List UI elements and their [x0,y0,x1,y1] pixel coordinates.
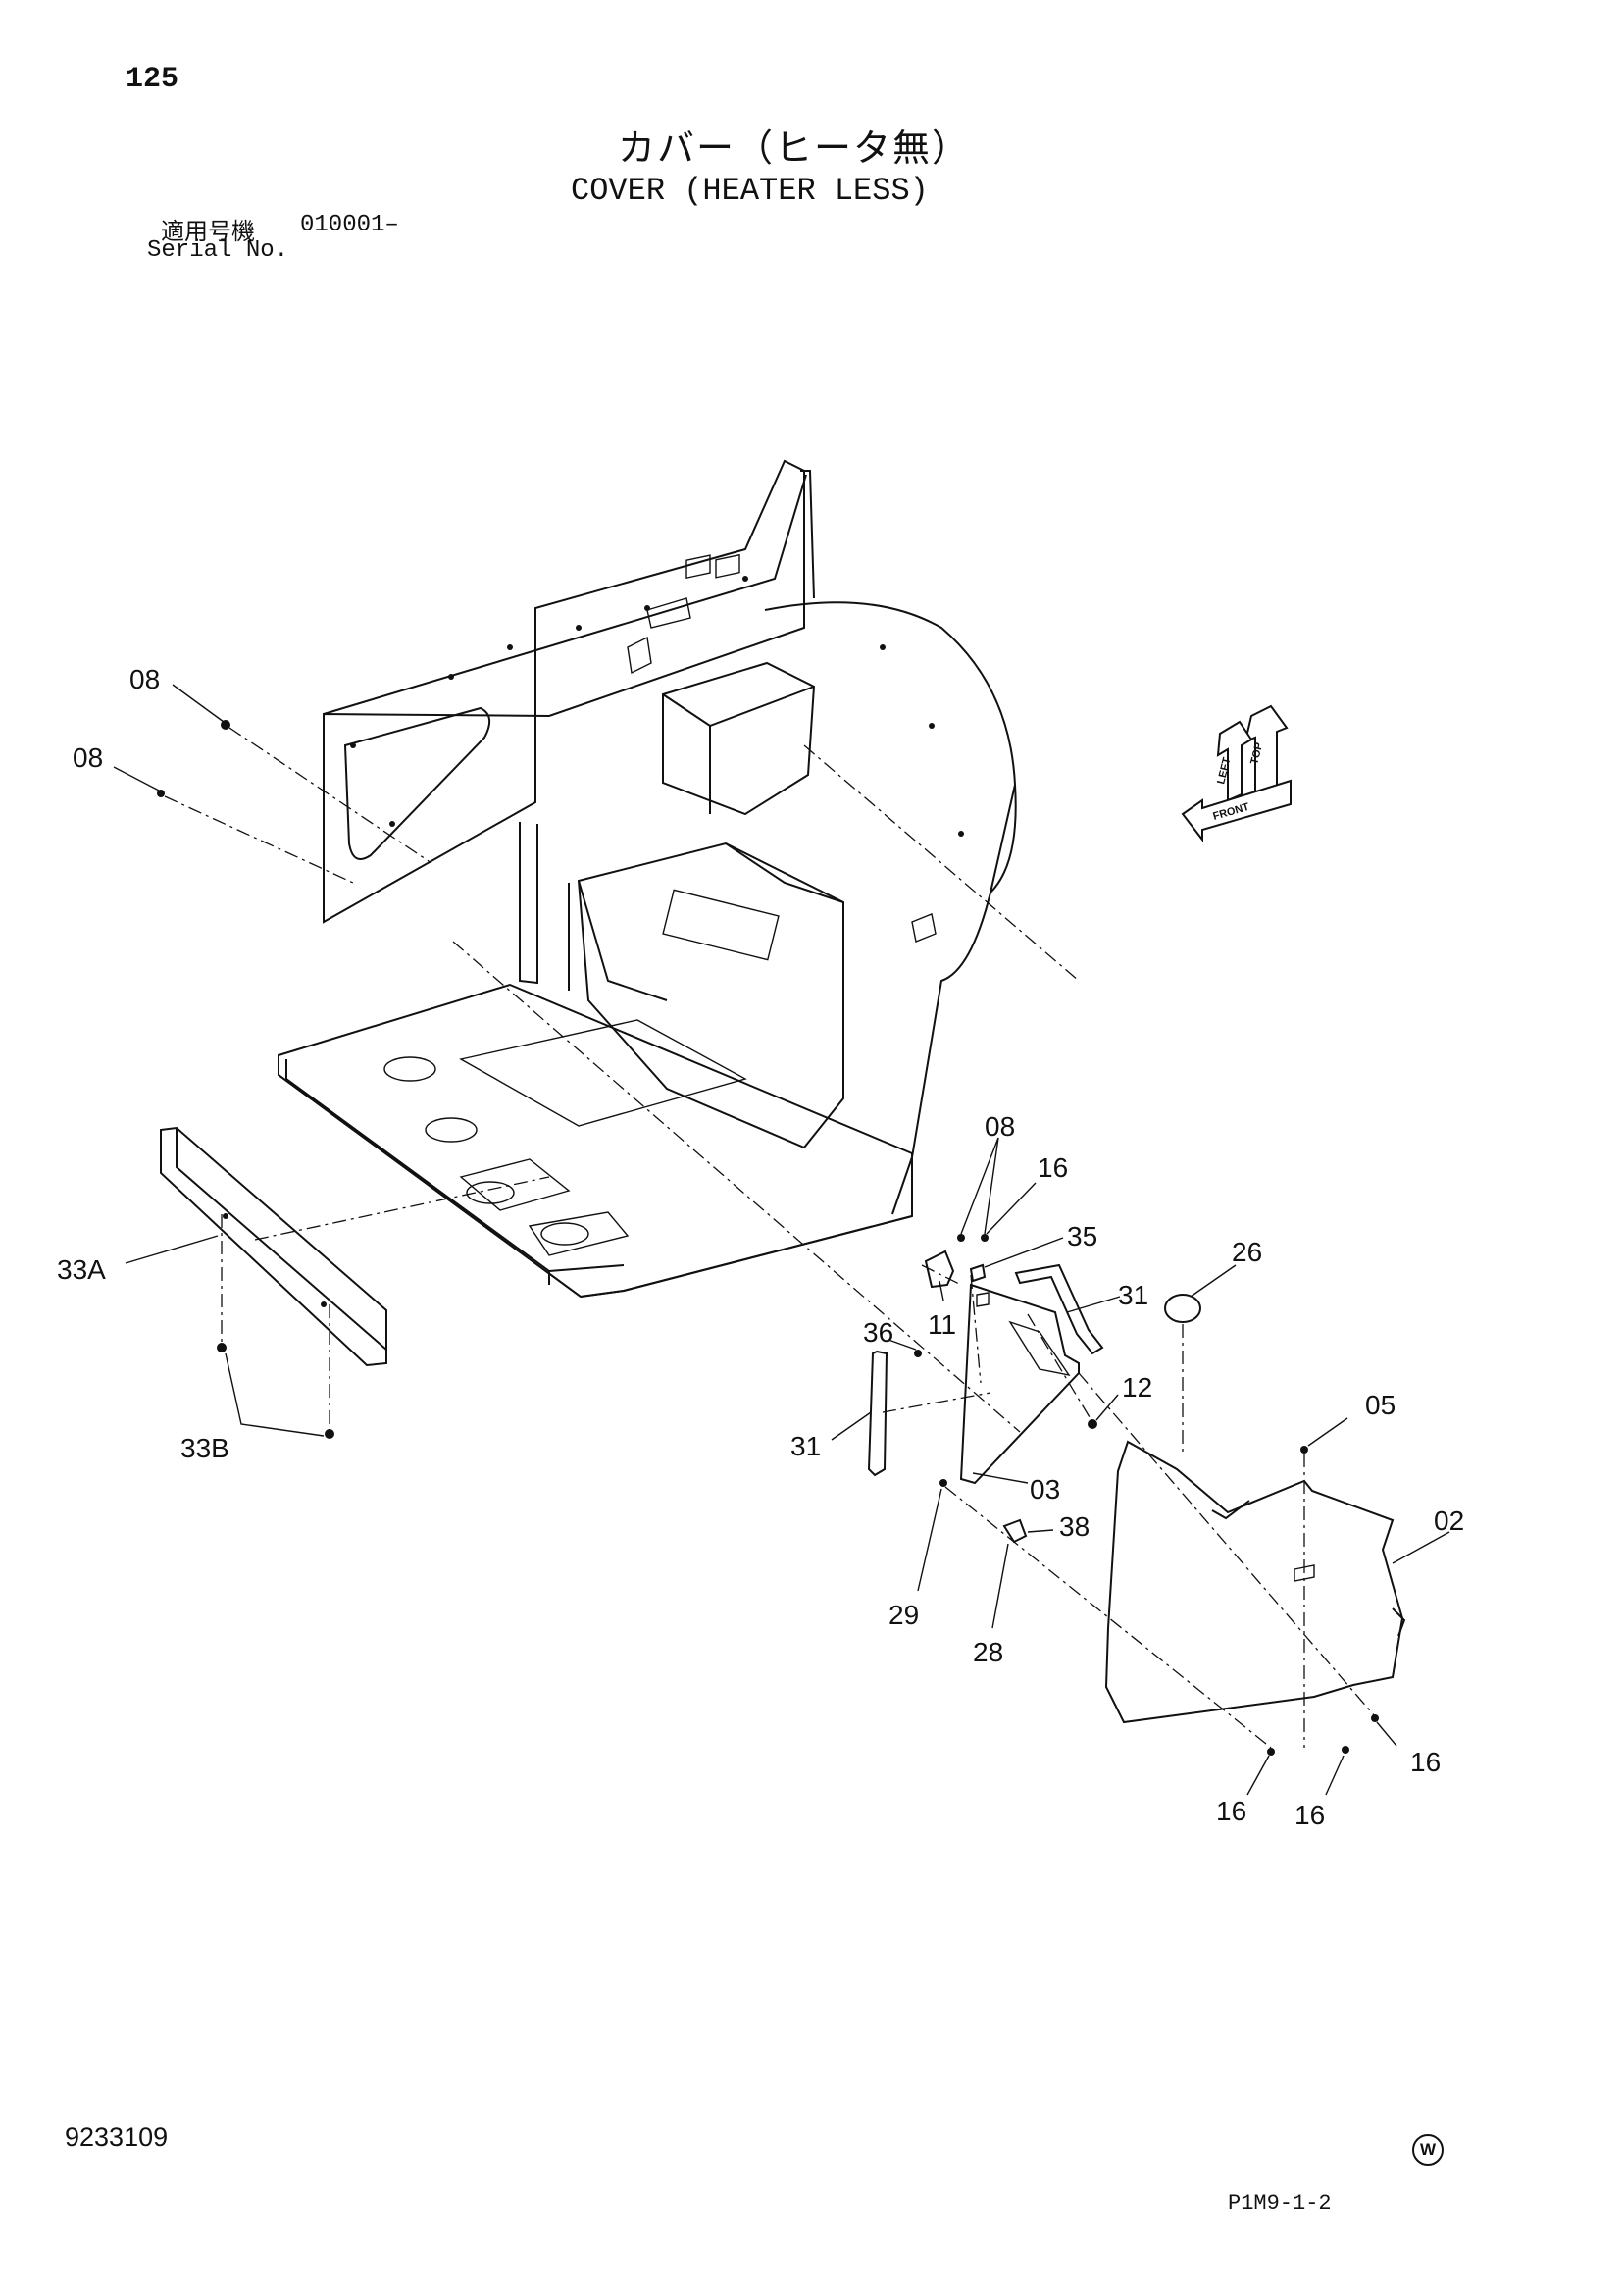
callout-16: 16 [1038,1152,1068,1183]
callout-02: 02 [1434,1505,1464,1536]
callouts: 08 08 33A 33B 08 16 35 26 11 31 36 12 31… [57,664,1464,1830]
part-03-side-panel [959,1283,1080,1485]
callout-26: 26 [1232,1237,1262,1267]
part-02-side-cover [1104,1440,1406,1724]
w-mark-icon: W [1412,2134,1444,2166]
serial-label-en: Serial No. [147,237,289,264]
callout-16: 16 [1294,1800,1325,1830]
serial-value: 010001– [300,212,399,238]
serial-label-jp: 適用号機 [161,218,255,245]
callout-16: 16 [1410,1747,1441,1777]
callout-08: 08 [73,742,103,773]
callout-31: 31 [790,1431,821,1461]
page-title-en: COVER (HEATER LESS) [571,173,929,209]
callout-38: 38 [1059,1511,1090,1542]
page-number: 125 [126,63,179,96]
document-number: 9233109 [65,2122,169,2152]
callout-28: 28 [973,1637,1003,1667]
page-title-jp: カバー（ヒータ無） [618,127,972,170]
callout-36: 36 [863,1317,893,1348]
callout-11: 11 [928,1309,956,1340]
callout-31: 31 [1118,1280,1148,1310]
cab-frame [278,459,1017,1299]
callout-33a: 33A [57,1254,106,1285]
callout-03: 03 [1030,1474,1060,1505]
part-33a-rail-cover [160,1126,387,1367]
callout-29: 29 [888,1600,919,1630]
callout-12: 12 [1122,1372,1152,1403]
part-31-seal-strips [867,1263,1104,1477]
callout-16: 16 [1216,1796,1246,1826]
callout-05: 05 [1365,1390,1396,1420]
leader-lines [113,684,1450,1796]
page-code: P1M9-1-2 [1228,2191,1332,2216]
orientation-label-top: TOP [1248,741,1265,766]
callout-33b: 33B [180,1433,229,1463]
assembly-lines [164,727,1376,1749]
orientation-indicator: TOP LEFT FRONT [1181,704,1292,842]
callout-08: 08 [129,664,160,694]
callout-35: 35 [1067,1221,1097,1251]
callout-08: 08 [985,1111,1015,1142]
